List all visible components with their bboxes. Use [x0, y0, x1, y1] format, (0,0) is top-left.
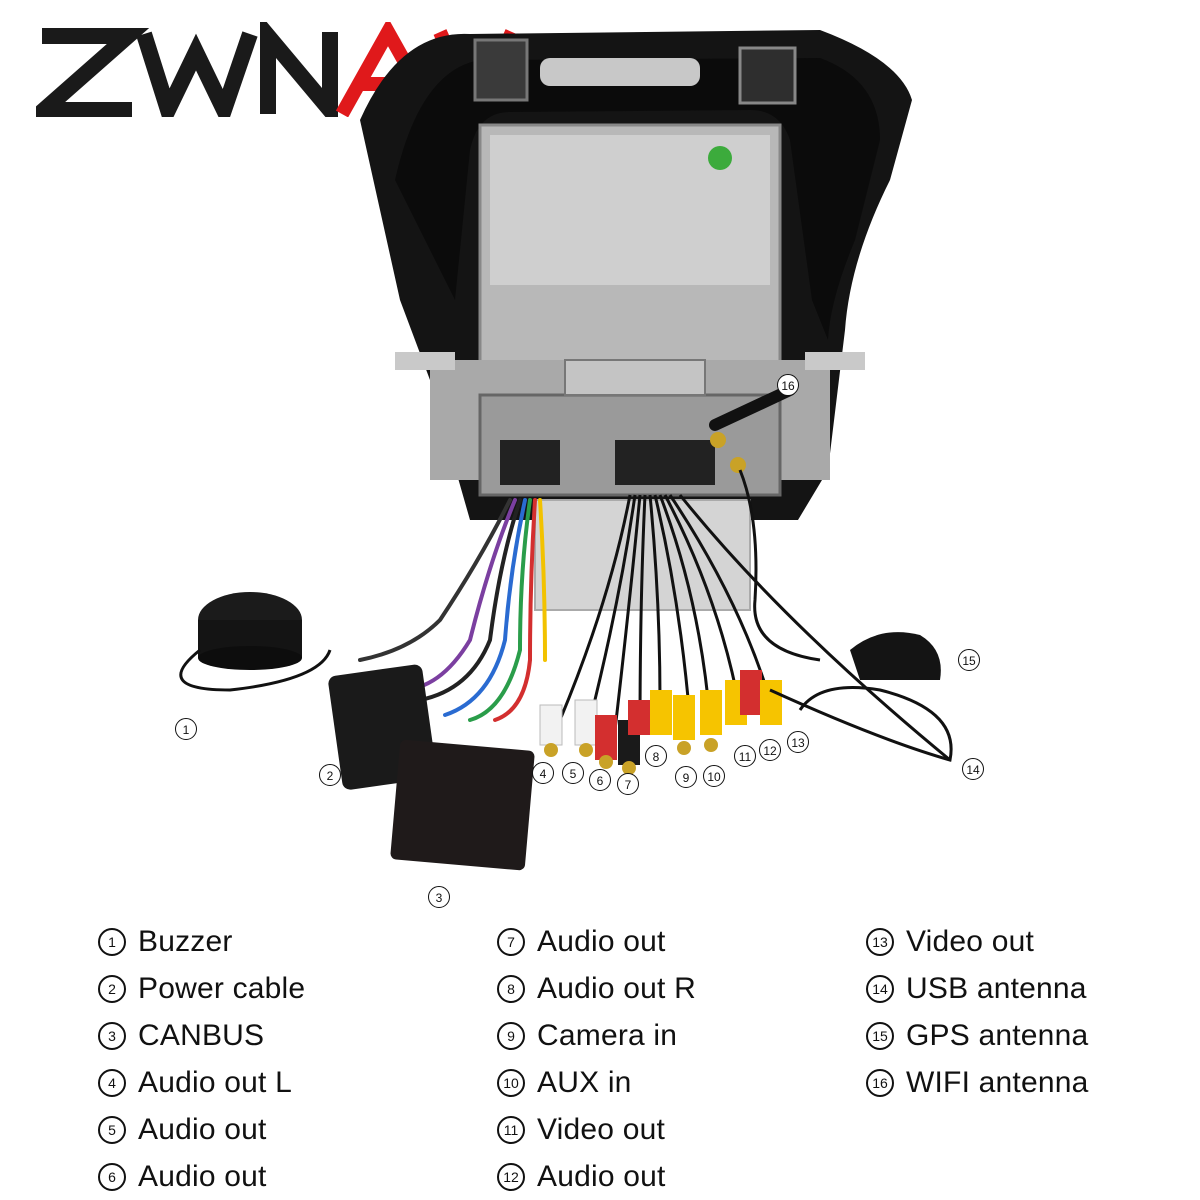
legend-label: Buzzer	[138, 924, 233, 958]
callout-10: 10	[703, 765, 725, 787]
legend-item: 12 Audio out	[497, 1153, 696, 1200]
legend-number: 2	[98, 974, 126, 1003]
legend-number: 9	[497, 1021, 525, 1050]
canbus-box	[390, 739, 535, 871]
legend-number: 14	[866, 974, 894, 1003]
product-photo	[179, 30, 953, 871]
legend-label: USB antenna	[906, 971, 1087, 1005]
legend-number: 8	[497, 974, 525, 1003]
legend-label: Video out	[906, 924, 1035, 958]
legend-number: 7	[497, 927, 525, 956]
callout-5: 5	[562, 762, 584, 784]
callout-1: 1	[175, 718, 197, 740]
legend-label: CANBUS	[138, 1018, 265, 1052]
legend-number: 16	[866, 1068, 894, 1097]
legend-column-2: 7 Audio out 8 Audio out R 9 Camera in 10…	[497, 918, 696, 1200]
legend-item: 2 Power cable	[98, 965, 305, 1012]
legend-number: 1	[98, 927, 126, 956]
callout-7: 7	[617, 773, 639, 795]
legend-item: 10 AUX in	[497, 1059, 696, 1106]
legend-label: AUX in	[537, 1065, 632, 1099]
legend-label: Audio out R	[537, 971, 696, 1005]
legend-number: 15	[866, 1021, 894, 1050]
legend-number: 13	[866, 927, 894, 956]
legend-label: Audio out	[138, 1159, 267, 1193]
legend-item: 4 Audio out L	[98, 1059, 305, 1106]
legend-label: Audio out	[537, 924, 666, 958]
legend-number: 10	[497, 1068, 525, 1097]
callout-3: 3	[428, 886, 450, 908]
legend-label: Audio out L	[138, 1065, 292, 1099]
legend-item: 5 Audio out	[98, 1106, 305, 1153]
legend-number: 4	[98, 1068, 126, 1097]
callout-9: 9	[675, 766, 697, 788]
callout-14: 14	[962, 758, 984, 780]
legend-item: 6 Audio out	[98, 1153, 305, 1200]
legend-item: 16 WIFI antenna	[866, 1059, 1089, 1106]
legend-label: GPS antenna	[906, 1018, 1089, 1052]
callout-16: 16	[777, 374, 799, 396]
legend-item: 3 CANBUS	[98, 1012, 305, 1059]
legend-item: 11 Video out	[497, 1106, 696, 1153]
legend-label: WIFI antenna	[906, 1065, 1089, 1099]
legend-item: 7 Audio out	[497, 918, 696, 965]
legend-item: 1 Buzzer	[98, 918, 305, 965]
callout-13: 13	[787, 731, 809, 753]
legend-number: 5	[98, 1115, 126, 1144]
legend-label: Audio out	[537, 1159, 666, 1193]
callout-8: 8	[645, 745, 667, 767]
legend-number: 6	[98, 1162, 126, 1191]
callout-6: 6	[589, 769, 611, 791]
legend-label: Audio out	[138, 1112, 267, 1146]
legend-column-1: 1 Buzzer 2 Power cable 3 CANBUS 4 Audio …	[98, 918, 305, 1200]
legend-item: 8 Audio out R	[497, 965, 696, 1012]
legend-item: 9 Camera in	[497, 1012, 696, 1059]
legend-label: Camera in	[537, 1018, 678, 1052]
legend-column-3: 13 Video out 14 USB antenna 15 GPS anten…	[866, 918, 1089, 1106]
legend-item: 14 USB antenna	[866, 965, 1089, 1012]
callout-11: 11	[734, 745, 756, 767]
callout-2: 2	[319, 764, 341, 786]
callout-4: 4	[532, 762, 554, 784]
legend-item: 13 Video out	[866, 918, 1089, 965]
callout-15: 15	[958, 649, 980, 671]
legend-number: 12	[497, 1162, 525, 1191]
legend-number: 11	[497, 1115, 525, 1144]
callout-12: 12	[759, 739, 781, 761]
legend-label: Video out	[537, 1112, 666, 1146]
legend-label: Power cable	[138, 971, 306, 1005]
legend-number: 3	[98, 1021, 126, 1050]
legend-item: 15 GPS antenna	[866, 1012, 1089, 1059]
